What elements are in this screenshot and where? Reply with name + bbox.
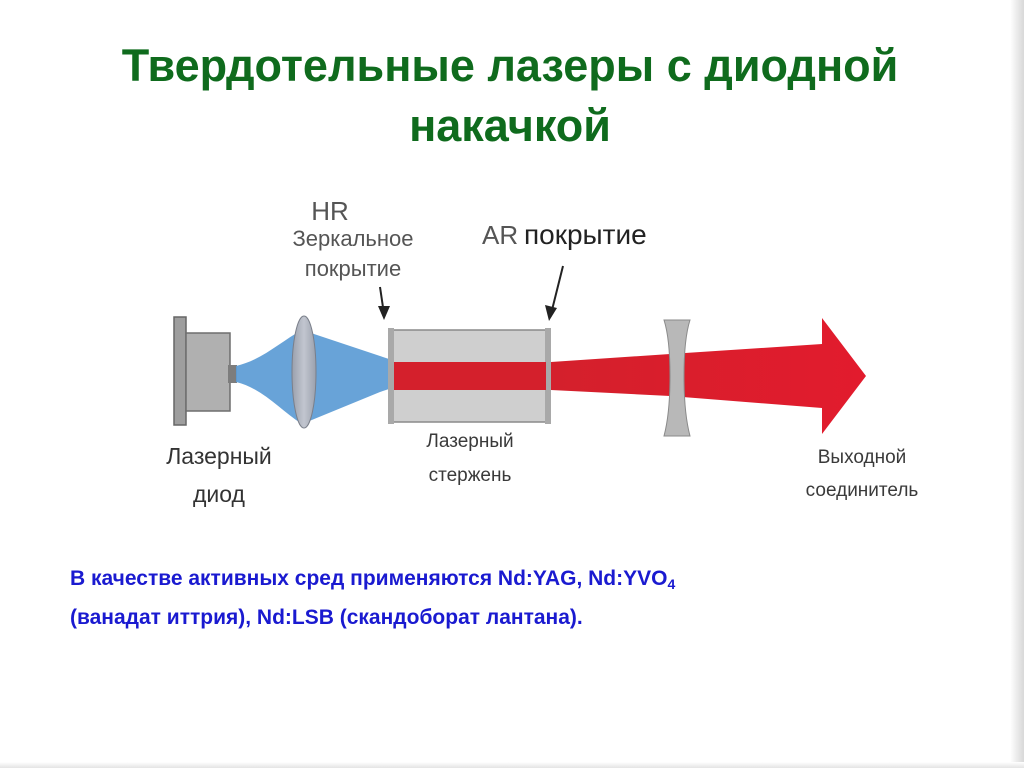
page-edge-bottom — [0, 762, 1024, 768]
laser-diode-label-2: диод — [193, 481, 246, 507]
laser-rod-label-2: стержень — [429, 465, 512, 486]
rod-laser-beam — [394, 362, 546, 390]
ar-pointer-arrow — [550, 265, 564, 315]
laser-rod-label-1: Лазерный — [426, 431, 513, 452]
ar-arrow-head — [545, 305, 557, 321]
output-coupler-label-1: Выходной — [818, 447, 907, 468]
hr-label: HR — [311, 196, 349, 226]
laser-diode-label-1: Лазерный — [166, 443, 272, 469]
output-coupler — [663, 319, 691, 437]
output-laser-beam — [551, 318, 866, 434]
title-line-2: накачкой — [409, 100, 611, 151]
laser-diode — [173, 316, 237, 426]
slide-title: Твердотельные лазеры с диодной накачкой — [40, 36, 980, 156]
hr-arrow-head — [378, 306, 390, 320]
note-line-1: В качестве активных сред применяются Nd:… — [70, 562, 950, 601]
mirror-coating-label-1: Зеркальное — [292, 226, 413, 251]
ar-label: AR — [482, 220, 518, 250]
hr-coating-face — [388, 328, 394, 424]
active-media-note: В качестве активных сред применяются Nd:… — [70, 562, 950, 635]
title-line-1: Твердотельные лазеры с диодной — [121, 40, 899, 91]
note-subscript: 4 — [667, 576, 676, 592]
note-line-2: (ванадат иттрия), Nd:LSB (скандоборат ла… — [70, 606, 583, 629]
laser-rod — [388, 328, 551, 424]
diode-body — [185, 332, 231, 412]
ar-coating-face — [545, 328, 551, 424]
ar-coating-label: покрытие — [524, 219, 647, 250]
diode-base-plate — [173, 316, 187, 426]
focusing-lens — [291, 315, 317, 429]
mirror-coating-label-2: покрытие — [305, 256, 401, 281]
note-line-1-text: В качестве активных сред применяются Nd:… — [70, 567, 668, 590]
diode-emitter — [228, 365, 237, 383]
output-coupler-label-2: соединитель — [806, 480, 919, 501]
page-edge — [1010, 0, 1024, 768]
